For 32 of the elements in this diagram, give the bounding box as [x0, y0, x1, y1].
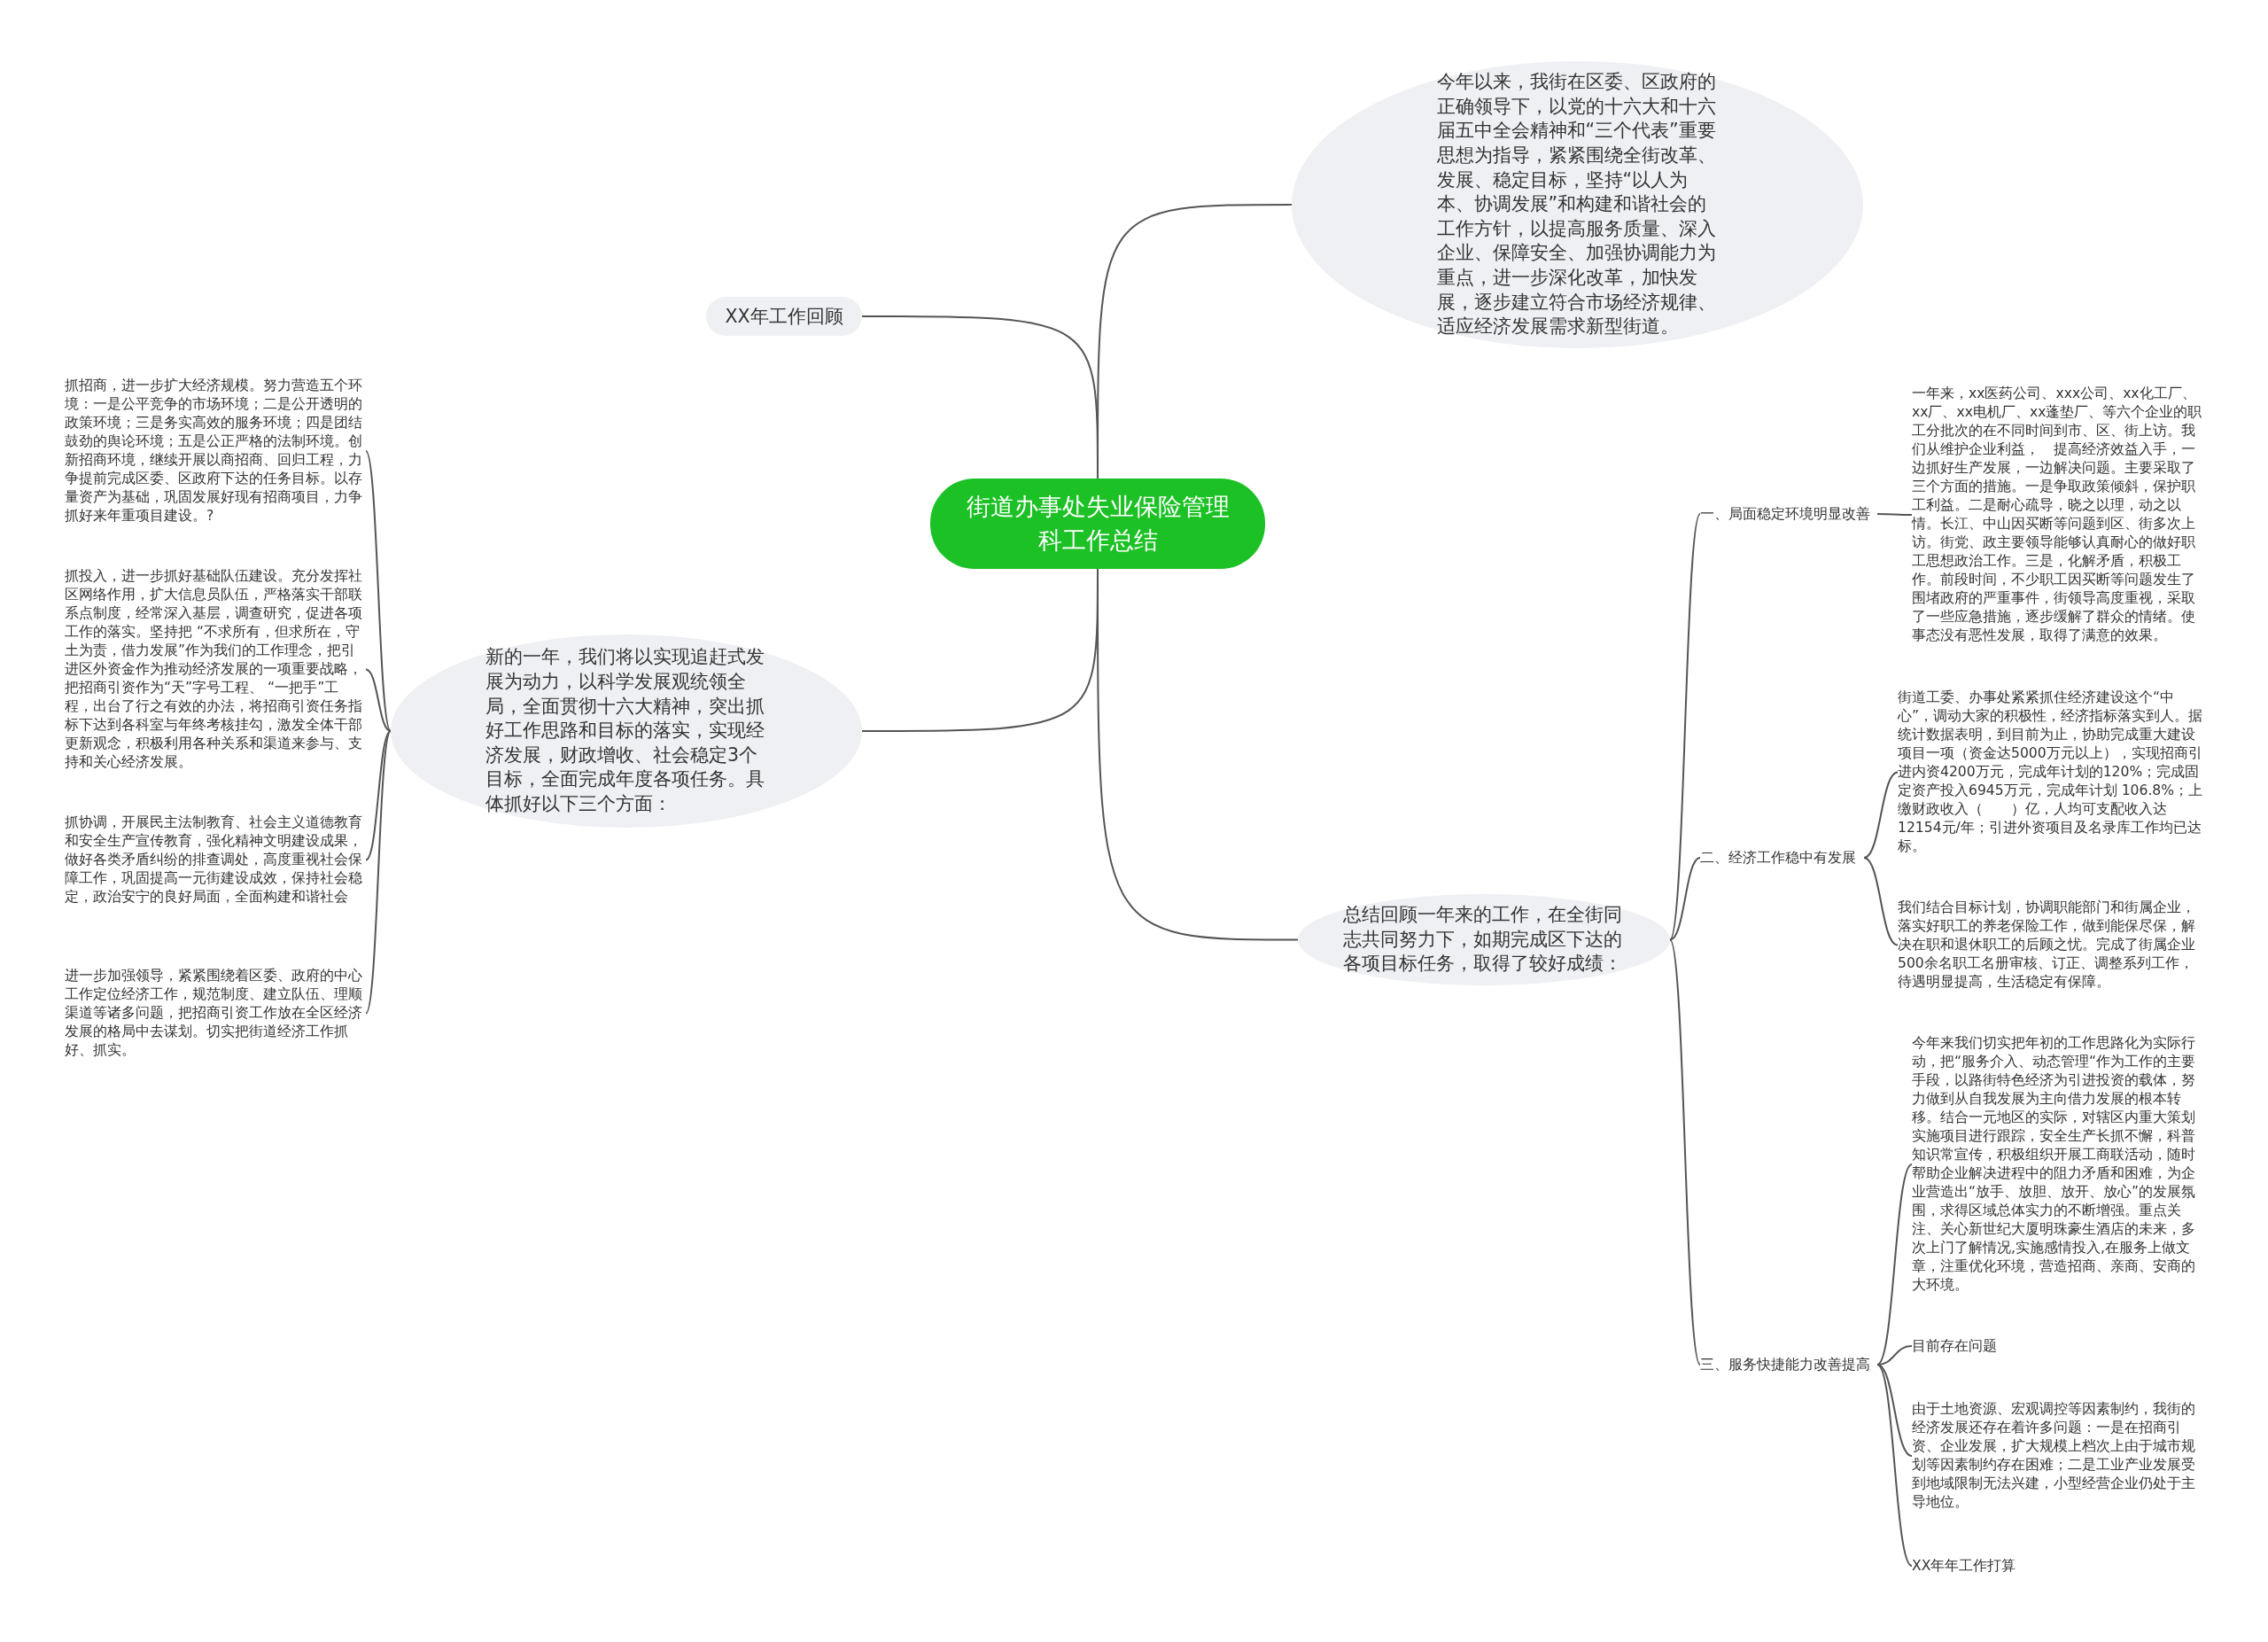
- paragraph: 抓投入，进一步抓好基础队伍建设。充分发挥社区网络作用，扩大信息员队伍，严格落实干部联系点制度，经常深入基层，调查研究，促进各项工作的落实。坚持把 “不求所有，但求所在，守土为责，借力发展”作为我们的工作理念，把引进区外资金作为推动经济发展的一项重要战略，把招商引资作为“天”字号工程、 “一把手”工程，出台了行之有效的办法，将招商引资任务指标下达到各科室与年终考核挂勾，激发全体干部更新观念，积极利用各种关系和渠道来参与、支持和关心经济发展。: [65, 567, 366, 772]
- connector-line: [365, 730, 392, 1015]
- connector-line: [1669, 857, 1701, 941]
- paragraph: 一年来，xx医药公司、xxx公司、xx化工厂、xx厂、xx电机厂、xx蓬垫厂、等六个企业的职工分批次的在不同时间到市、区、街上访。我们从维护企业利益， 提高经济效益入手，一边抓好生产发展，一边解决问题。主要采取了三个方面的措施。一是争取政策倾斜，保护职工利益。二是耐心疏导，晓之以理，动之以情。长江、中山因买断等问题到区、街多次上访。街党、政主要领导能够认真耐心的做好职工思想政治工作。三是，化解矛盾，积极工作。前段时间，不少职工因买断等问题发生了围堵政府的严重事件，街领导高度重视，采取了一些应急措施，逐步缓解了群众的情绪。使事态没有恶性发展，取得了满意的效果。: [1912, 385, 2204, 645]
- branch-label: 三、服务快捷能力改善提高: [1700, 1354, 1877, 1375]
- paragraph: 抓协调，开展民主法制教育、社会主义道德教育和安全生产宣传教育，强化精神文明建设成果，做好各类矛盾纠纷的排查调处，高度重视社会保障工作，巩固提高一元街建设成效，保持社会稳定，政治安宁的良好局面，全面构建和谐社会: [65, 813, 366, 907]
- paragraph: 由于土地资源、宏观调控等因素制约，我街的经济发展还存在着许多问题：一是在招商引资、企业发展，扩大规模上档次上由于城市规划等因素制约存在困难；二是工业产业发展受到地域限制无法兴建，小型经营企业仍处于主导地位。: [1912, 1400, 2204, 1512]
- topic-bubble: 今年以来，我街在区委、区政府的正确领导下，以党的十六大和十六届五中全会精神和“三个代表”重要思想为指导，紧紧围绕全街改革、发展、稳定目标，坚持“以人为本、协调发展”和构建和谐社会的工作方针，以提高服务质量、深入企业、保障安全、加强协调能力为重点，进一步深化改革，加快发展，逐步建立符合市场经济规律、适应经济发展需求新型街道。: [1292, 61, 1863, 348]
- connector-line: [1863, 771, 1899, 859]
- topic-bubble: 总结回顾一年来的工作，在全街同志共同努力下，如期完成区下达的各项目标任务，取得了较好成绩：: [1298, 894, 1670, 985]
- connector-line: [1876, 513, 1913, 516]
- connector-line: [365, 730, 392, 861]
- connector-line: [365, 668, 392, 732]
- paragraph: 抓招商，进一步扩大经济规模。努力营造五个环境：一是公平竞争的市场环境；二是公开透明的政策环境；三是务实高效的服务环境；四是团结鼓劲的舆论环境；五是公正严格的法制环境。创新招商环境，继续开展以商招商、回归工程，力争提前完成区委、区政府下达的任务目标。以存量资产为基础，巩固发展好现有招商项目，力争抓好来年重项目建设。?: [65, 377, 366, 525]
- branch-label: 目前存在问题: [1912, 1335, 2018, 1357]
- branch-label: 二、经济工作稳中有发展: [1700, 847, 1864, 868]
- paragraph: 我们结合目标计划，协调职能部门和街属企业，落实好职工的养老保险工作，做到能保尽保，解决在职和退休职工的后顾之忧。完成了街属企业500余名职工名册审核、订正、调整系列工作，待遇明显提高，生活稳定有保障。: [1898, 899, 2203, 992]
- topic-bubble: 新的一年，我们将以实现追赶式发展为动力，以科学发展观统领全局，全面贯彻十六大精神，突出抓好工作思路和目标的落实，实现经济发展，财政增收、社会稳定3个目标，全面完成年度各项任务。具体抓好以下三个方面：: [391, 634, 862, 828]
- paragraph: 街道工委、办事处紧紧抓住经济建设这个“中心”，调动大家的积极性，经济指标落实到人。据统计数据表明，到目前为止，协助完成重大建设项目一项（资金达5000万元以上），实现招商引进内资4200万元，完成年计划的120%；完成固定资产投入6945万元，完成年计划 106.8%；上缴财政收入（ ）亿，人均可支配收入达12154元/年；引进外资项目及名录库工作均已达标。: [1898, 689, 2203, 856]
- connector-line: [1876, 1345, 1913, 1366]
- connector-line: [365, 450, 392, 732]
- connector-line: [1876, 1364, 1913, 1567]
- connector-line: [1669, 938, 1701, 1366]
- connector-line: [1863, 857, 1899, 946]
- paragraph: 进一步加强领导，紧紧围绕着区委、政府的中心工作定位经济工作，规范制度、建立队伍、理顺渠道等诸多问题，把招商引资工作放在全区经济发展的格局中去谋划。切实把街道经济工作抓好、抓实。: [65, 967, 366, 1060]
- topic-bubble: XX年工作回顾: [706, 297, 862, 336]
- branch-label: XX年年工作打算: [1912, 1555, 2027, 1576]
- central-topic: 街道办事处失业保险管理科工作总结: [930, 479, 1265, 569]
- paragraph: 今年来我们切实把年初的工作思路化为实际行动，把“服务介入、动态管理“作为工作的主要手段，以路街特色经济为引进投资的载体，努力做到从自我发展为主向借力发展的根本转移。结合一元地区的实际，对辖区内重大策划实施项目进行跟踪，安全生产长抓不懈，科普知识常宣传，积极组织开展工商联活动，随时帮助企业解决进程中的阻力矛盾和困难，为企业营造出“放手、放胆、放开、放心”的发展氛围，求得区域总体实力的不断增强。重点关注、关心新世纪大厦明珠豪生酒店的未来，多次上门了解情况,实施感情投入,在服务上做文章，注重优化环境，营造招商、亲商、安商的大环境。: [1912, 1034, 2204, 1295]
- branch-label: 一、局面稳定环境明显改善: [1700, 503, 1877, 525]
- connector-line: [1669, 513, 1701, 941]
- connector-line: [1876, 1163, 1913, 1366]
